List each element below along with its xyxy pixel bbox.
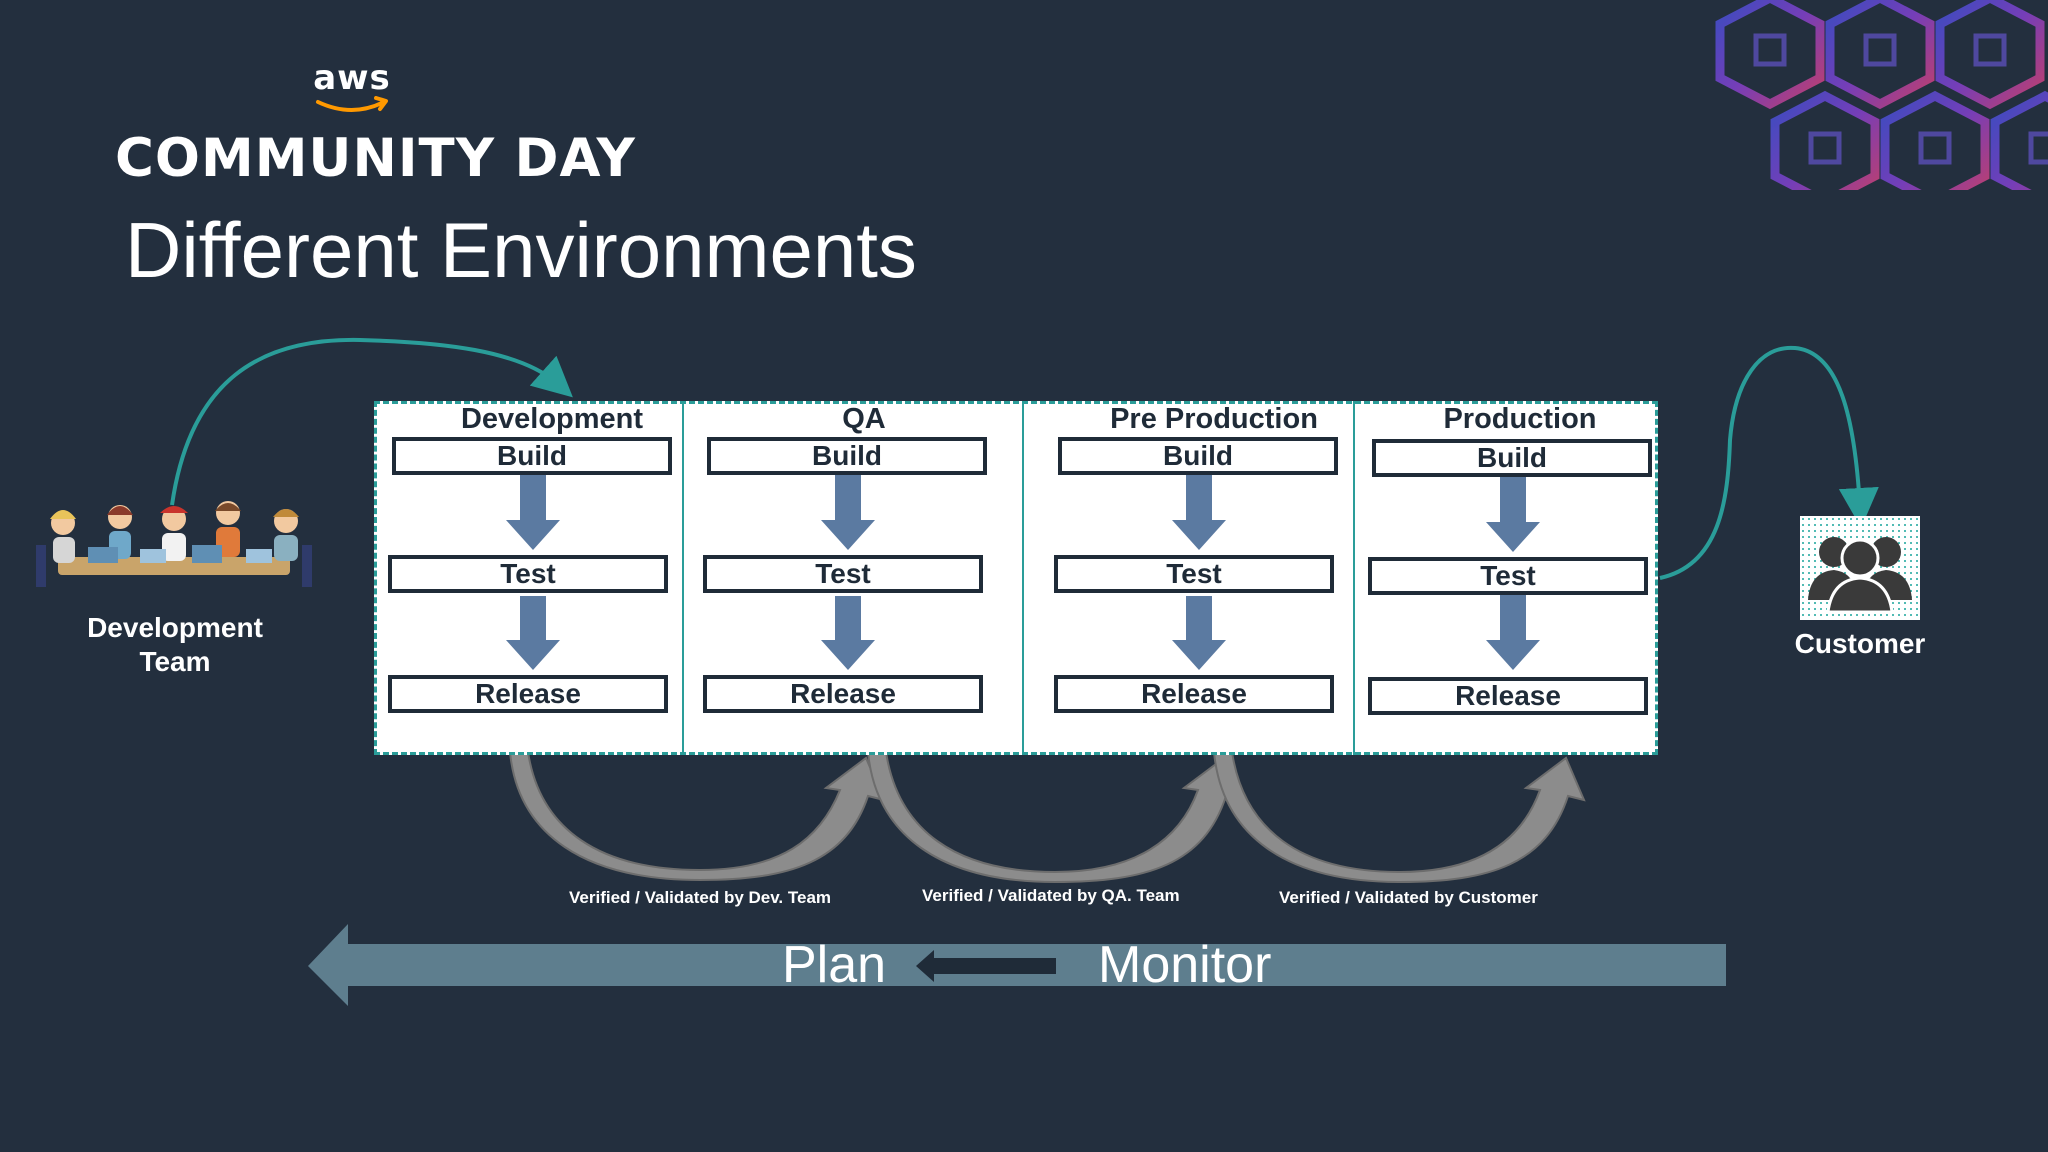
- development-team-label-line2: Team: [139, 646, 211, 677]
- stage-release-qa: Release: [703, 675, 983, 713]
- down-arrow-icon: [506, 474, 560, 550]
- development-team-label-line1: Development: [87, 612, 263, 643]
- stage-release-pre-production: Release: [1054, 675, 1334, 713]
- stage-test-qa: Test: [703, 555, 983, 593]
- stage-release-production: Release: [1368, 677, 1648, 715]
- env-header-pre-production: Pre Production: [1110, 403, 1318, 435]
- validation-curve-preprod: [1212, 751, 1586, 884]
- plan-label: Plan: [782, 936, 887, 994]
- stage-test-pre-production: Test: [1054, 555, 1334, 593]
- aws-smile-icon: [316, 96, 388, 112]
- column-divider: [682, 401, 684, 755]
- validation-caption-dev: Verified / Validated by Dev. Team: [569, 888, 832, 907]
- column-divider: [1022, 401, 1024, 755]
- stage-test-production: Test: [1368, 557, 1648, 595]
- customer-group-icon: [1800, 516, 1920, 620]
- down-arrow-icon: [1172, 474, 1226, 550]
- customer-label: Customer: [1794, 628, 1926, 659]
- down-arrow-icon: [1486, 594, 1540, 670]
- development-team-label: Development Team: [64, 611, 286, 679]
- validation-curve-dev: [508, 751, 886, 882]
- development-team-illustration: [36, 501, 312, 587]
- validation-caption-customer: Verified / Validated by Customer: [1279, 888, 1538, 907]
- stage-release-development: Release: [388, 675, 668, 713]
- down-arrow-icon: [821, 596, 875, 670]
- down-arrow-icon: [1172, 596, 1226, 670]
- env-header-development: Development: [460, 403, 644, 435]
- stage-build-development: Build: [392, 437, 672, 475]
- page-title: Different Environments: [125, 206, 917, 294]
- monitor-label: Monitor: [1098, 936, 1272, 994]
- prod-to-customer-arrow: [1659, 345, 1879, 580]
- env-header-production: Production: [1443, 403, 1597, 435]
- aws-logo: aws: [313, 58, 391, 98]
- down-arrow-icon: [1486, 476, 1540, 552]
- env-header-qa: QA: [842, 403, 886, 435]
- validation-caption-qa: Verified / Validated by QA. Team: [922, 886, 1180, 905]
- stage-build-qa: Build: [707, 437, 987, 475]
- hexagon-pattern-decoration: [1715, 0, 2048, 190]
- monitor-to-plan-arrow-icon: [916, 950, 1056, 982]
- stage-test-development: Test: [388, 555, 668, 593]
- column-divider: [1353, 401, 1355, 755]
- down-arrow-icon: [821, 474, 875, 550]
- stage-build-pre-production: Build: [1058, 437, 1338, 475]
- team-to-dev-arrow: [170, 337, 573, 506]
- event-name: COMMUNITY DAY: [115, 128, 636, 189]
- stage-build-production: Build: [1372, 439, 1652, 477]
- down-arrow-icon: [506, 596, 560, 670]
